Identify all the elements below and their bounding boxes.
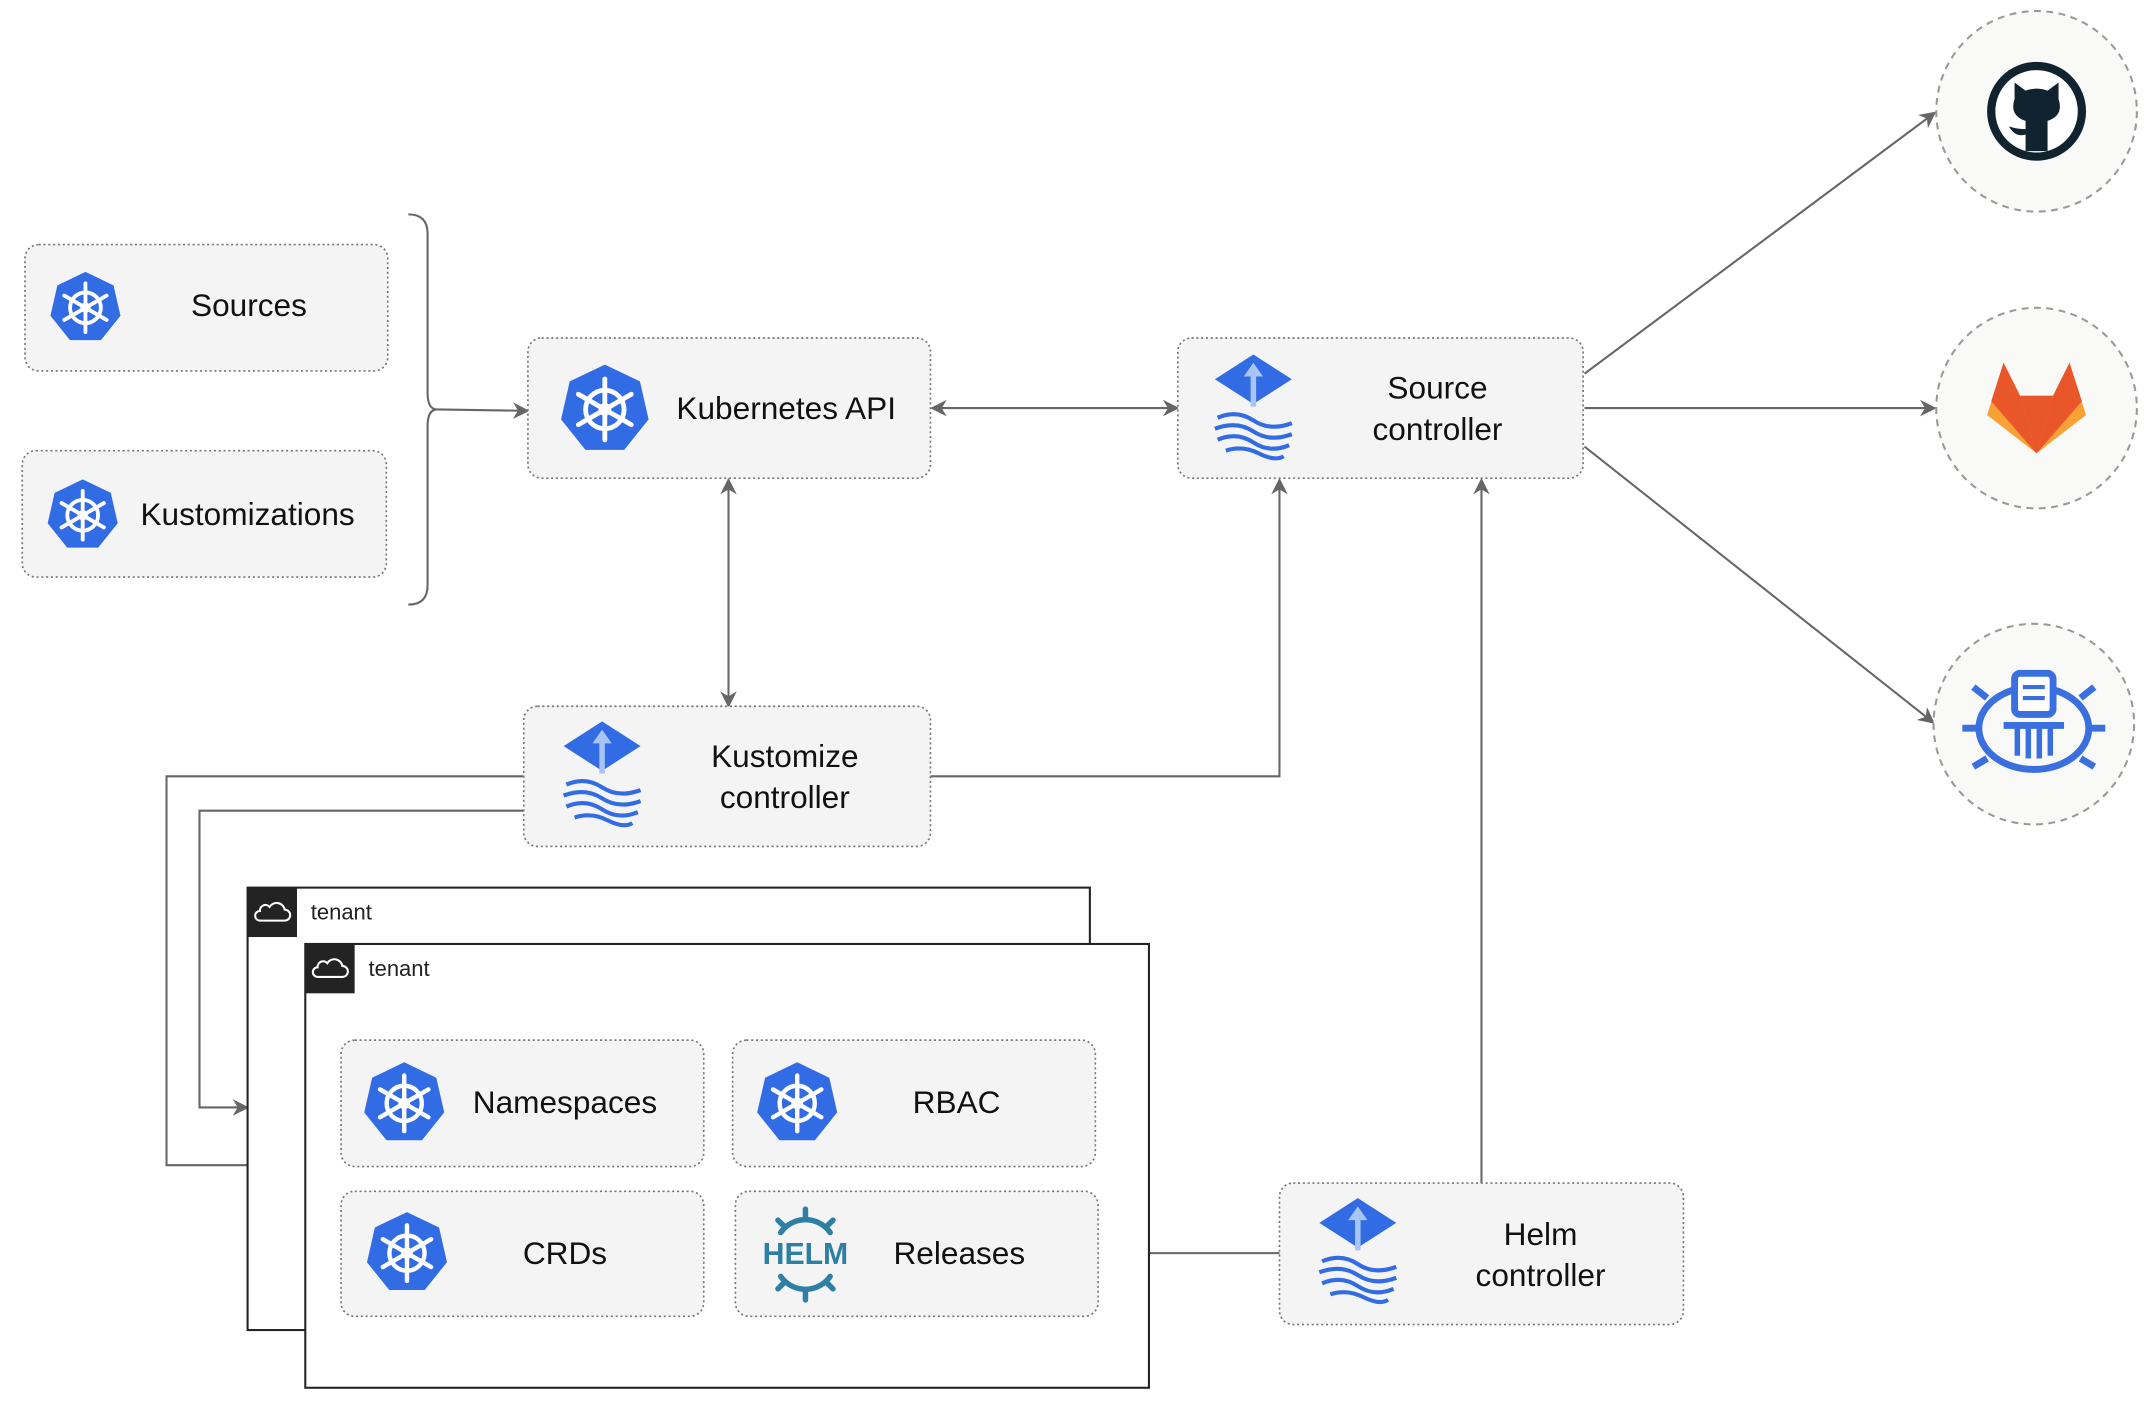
helm-icon: HELM [763, 1206, 849, 1303]
svg-text:Kustomize: Kustomize [711, 738, 858, 774]
svg-text:controller: controller [1476, 1257, 1606, 1293]
node-crds: CRDs [340, 1190, 705, 1318]
svg-text:Helm: Helm [1504, 1216, 1578, 1252]
tenant-label: tenant [311, 900, 372, 925]
github-icon [1987, 61, 2087, 161]
bucket-node [1932, 622, 2136, 826]
node-kustomizations: Kustomizations [21, 449, 388, 578]
edge-kustomize-to-tenant-1 [198, 809, 524, 1116]
gitlab-node [1935, 306, 2138, 510]
svg-text:Source: Source [1387, 370, 1487, 406]
edge-crds-to-api [437, 402, 530, 419]
svg-text:Releases: Releases [893, 1235, 1025, 1271]
edge-source-to-github [1583, 111, 1937, 375]
edge-source-to-bucket [1583, 445, 1935, 724]
svg-text:controller: controller [720, 779, 850, 815]
svg-text:Kustomizations: Kustomizations [140, 496, 354, 532]
svg-text:controller: controller [1373, 411, 1503, 447]
node-releases: HELM Releases [734, 1190, 1099, 1318]
node-kubernetes-api: Kubernetes API [527, 337, 932, 479]
edge-kustomize-to-source [930, 477, 1288, 778]
edge-kustomize-to-tenant-2 [165, 775, 524, 1174]
svg-text:Sources: Sources [191, 287, 307, 323]
cloud-icon [247, 887, 298, 938]
svg-text:HELM: HELM [763, 1238, 849, 1271]
node-rbac: RBAC [731, 1039, 1097, 1168]
svg-text:CRDs: CRDs [523, 1235, 607, 1271]
node-namespaces: Namespaces [340, 1039, 705, 1168]
cloud-icon [305, 943, 355, 994]
grouping-brace [408, 213, 438, 606]
tenant-label: tenant [369, 956, 430, 981]
svg-text:Namespaces: Namespaces [473, 1084, 657, 1120]
github-node [1935, 9, 2138, 213]
bucket-icon [1962, 669, 2106, 773]
svg-text:RBAC: RBAC [913, 1084, 1001, 1120]
node-kustomize-controller: Kustomize controller [522, 705, 932, 848]
node-sources: Sources [24, 243, 389, 372]
node-helm-controller: Helm controller [1278, 1182, 1685, 1326]
node-source-controller: Source controller [1176, 337, 1584, 479]
gitlab-icon [1987, 362, 2087, 454]
svg-text:Kubernetes API: Kubernetes API [676, 390, 896, 426]
